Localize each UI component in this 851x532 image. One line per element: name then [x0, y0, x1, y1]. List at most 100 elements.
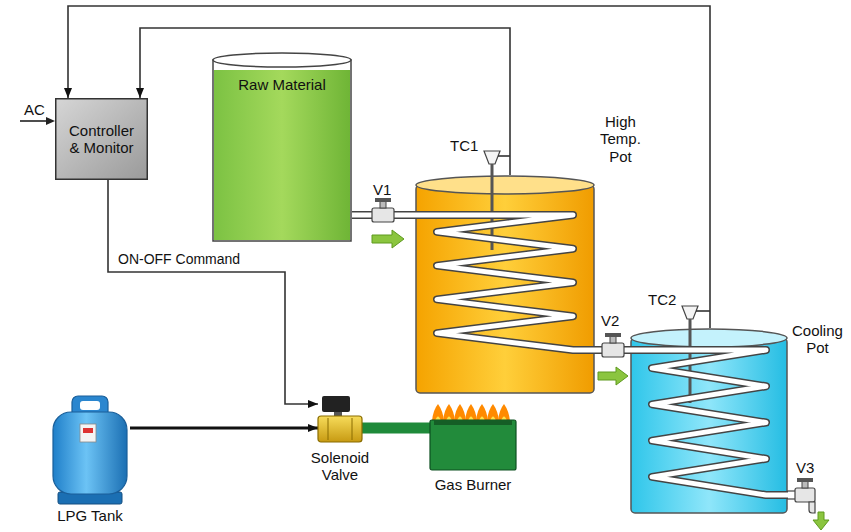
- sticker-mark: [83, 428, 93, 433]
- node-label: LPG Tank: [57, 507, 123, 524]
- valve-stem: [610, 336, 616, 343]
- valve-label: V1: [373, 181, 391, 198]
- tank-lid: [213, 53, 351, 67]
- label-holder: AC: [24, 101, 45, 118]
- connector-line: [362, 423, 430, 434]
- label-holder: TC2: [648, 291, 676, 308]
- solenoid-valve-outline: [318, 396, 362, 442]
- ac-input-arrow: [20, 117, 55, 125]
- arrow-connector: [130, 428, 318, 429]
- connector-layer: [68, 6, 710, 428]
- controller-box: [56, 99, 148, 180]
- cooling-pot: Cooling Pot: [630, 328, 788, 515]
- sensor-label: TC1: [450, 137, 478, 154]
- valve-body: [795, 488, 815, 502]
- sensor-head: [484, 151, 500, 164]
- gas-connector: [362, 428, 430, 429]
- sensor-lead: [498, 155, 510, 157]
- valve-v1: [372, 198, 394, 222]
- valve-body: [318, 416, 362, 442]
- wire-connector: [68, 6, 710, 328]
- high-temp-pot-outline: [415, 175, 595, 395]
- valve-label: V2: [601, 312, 619, 329]
- lpg-tank-outline: [50, 396, 130, 504]
- burner-plate: [434, 420, 512, 425]
- controller-box: Controller & Monitor: [55, 98, 148, 180]
- valve-v2: [602, 333, 624, 357]
- label-holder: V3: [796, 459, 814, 476]
- text-holder: High Temp. Pot: [600, 113, 641, 165]
- sensor-stem: [491, 164, 494, 176]
- power-input-label: AC: [24, 101, 45, 118]
- flame: [432, 404, 444, 421]
- sensor-lead: [696, 310, 710, 312]
- burner-body: [430, 420, 516, 470]
- pot-lid: [631, 329, 787, 347]
- text-holder: Controller & Monitor: [55, 98, 148, 180]
- collar-hole: [80, 401, 100, 410]
- valve-nut-edge: [352, 418, 353, 440]
- flame: [487, 404, 499, 421]
- coil-outline: [415, 215, 595, 350]
- node-label: Cooling Pot: [792, 322, 843, 357]
- gas-burner-outline: [430, 404, 516, 470]
- valve-spout: [809, 502, 815, 513]
- connector-line: [68, 6, 710, 328]
- flame: [476, 404, 488, 421]
- valve-stem: [380, 201, 386, 208]
- valve-nut-edge: [328, 418, 329, 440]
- gas-burner: Gas Burner: [430, 404, 516, 470]
- gas-cylinder: [53, 412, 127, 494]
- node-label: Controller & Monitor: [69, 122, 134, 157]
- flame: [443, 404, 455, 421]
- cylinder-sticker: [80, 424, 96, 442]
- pot-lid: [416, 176, 594, 194]
- node-label: Solenoid Valve: [311, 449, 369, 484]
- signal-label: ON-OFF Command: [118, 251, 240, 267]
- text-holder: LPG Tank: [57, 507, 123, 524]
- high-temp-pot: High Temp. Pot: [415, 175, 595, 395]
- valve-v3-outlet: [786, 478, 815, 513]
- label-holder: TC1: [450, 137, 478, 154]
- ac-arrowhead: [46, 117, 55, 125]
- flame: [454, 404, 466, 421]
- edge-label-holder: ON-OFF Command: [118, 251, 240, 267]
- node-label: High Temp. Pot: [600, 113, 641, 165]
- sensor-tc1: [484, 151, 510, 176]
- tank-body: [213, 60, 351, 241]
- pot-body: [631, 338, 787, 513]
- flame: [498, 404, 510, 421]
- label-holder: V1: [373, 181, 391, 198]
- pot-body: [416, 185, 594, 393]
- sensor-head: [682, 306, 698, 319]
- valve-stem: [802, 481, 808, 488]
- tank-liquid: [214, 70, 350, 240]
- cooling-pot-outline: [630, 328, 788, 515]
- text-holder: Solenoid Valve: [311, 449, 369, 484]
- heat-exchange-coil: [630, 350, 788, 495]
- node-label: Raw Material: [238, 76, 326, 93]
- label-holder: V2: [601, 312, 619, 329]
- flow-arrow: [598, 367, 628, 385]
- sensor-stem: [689, 319, 692, 329]
- valve-body: [602, 343, 624, 357]
- sensor-tc2: [682, 306, 710, 329]
- flow-arrow: [372, 230, 404, 248]
- valve-handle: [797, 478, 813, 482]
- text-holder: Cooling Pot: [792, 322, 843, 357]
- ac-line: [20, 120, 47, 122]
- valve-handle: [375, 198, 391, 202]
- flame: [465, 404, 477, 421]
- coil-outline: [630, 350, 788, 495]
- valve-body: [372, 208, 394, 222]
- lpg-tank: LPG Tank: [50, 396, 130, 504]
- text-holder: Gas Burner: [435, 476, 512, 493]
- heat-exchange-coil: [415, 215, 595, 350]
- sensor-label: TC2: [648, 291, 676, 308]
- connector-line: [130, 427, 318, 430]
- node-label: Gas Burner: [435, 476, 512, 493]
- valve-label: V3: [796, 459, 814, 476]
- solenoid-coil: [322, 396, 350, 412]
- solenoid-valve: Solenoid Valve: [318, 396, 362, 442]
